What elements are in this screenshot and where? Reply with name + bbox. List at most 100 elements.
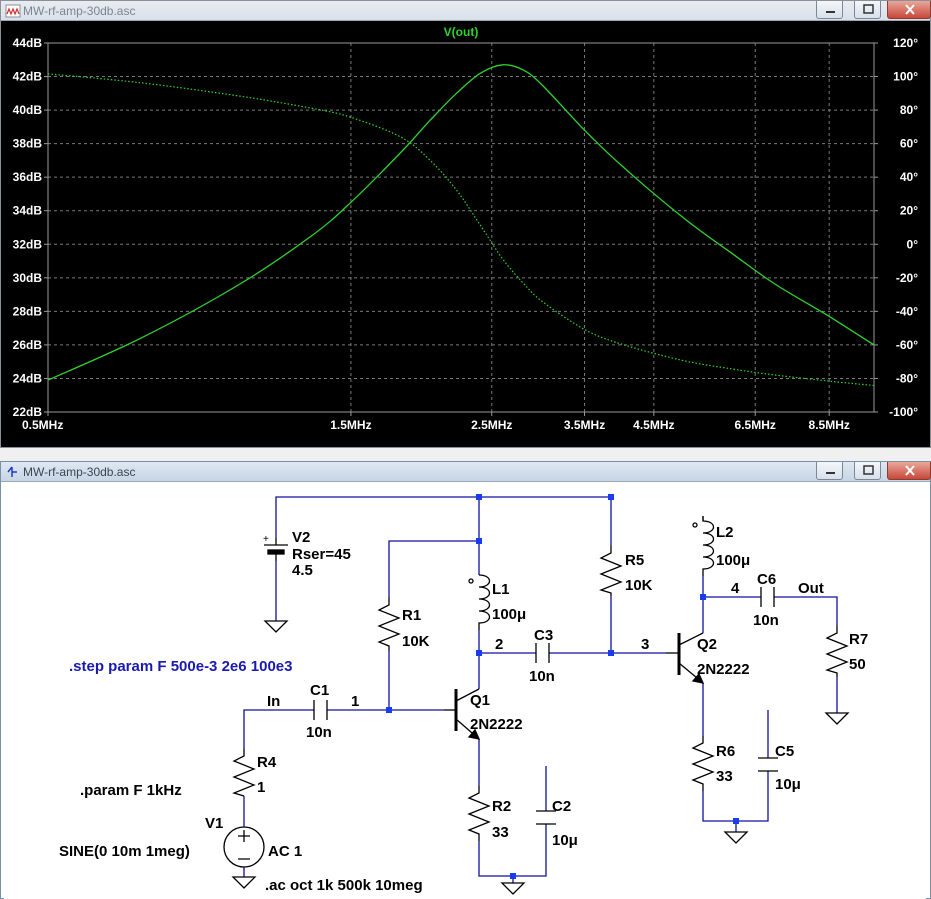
bode-plot[interactable]: 22dB 24dB 26dB 28dB 30dB 32dB 34dB 36dB 38dB 40dB… <box>1 21 930 447</box>
q1-value[interactable]: 2N2222 <box>470 716 523 733</box>
x-tick-label[interactable]: 3.5MHz <box>564 418 605 432</box>
y-left-tick-label[interactable]: 26dB <box>13 338 43 352</box>
r5-ref[interactable]: R5 <box>625 552 644 569</box>
y-right-tick-label[interactable]: -40° <box>896 304 918 318</box>
x-tick-label[interactable]: 4.5MHz <box>633 418 674 432</box>
x-tick-label[interactable]: 0.5MHz <box>22 418 63 432</box>
capacitor-c3-symbol[interactable] <box>535 643 550 663</box>
resistor-r4-symbol[interactable] <box>232 749 256 797</box>
q1-ref[interactable]: Q1 <box>470 692 490 709</box>
y-right-tick-label[interactable]: 100° <box>893 70 918 84</box>
capacitor-c1-symbol[interactable] <box>313 700 328 720</box>
schematic-canvas[interactable]: + V2 Rser=45 4.5 R1 10K L1 100μ C3 10n R… <box>4 485 926 899</box>
net-label-out[interactable]: Out <box>798 580 824 597</box>
net-label-4[interactable]: 4 <box>731 580 740 597</box>
r6-ref[interactable]: R6 <box>716 743 735 760</box>
c1-ref[interactable]: C1 <box>310 682 329 699</box>
step-directive[interactable]: .step param F 500e-3 2e6 100e3 <box>69 658 292 675</box>
y-left-tick-label[interactable]: 28dB <box>13 304 43 318</box>
net-label-1[interactable]: 1 <box>351 693 359 710</box>
transistor-q1-symbol[interactable] <box>444 688 481 740</box>
magnitude-trace[interactable] <box>47 64 875 381</box>
resistor-r7-symbol[interactable] <box>825 626 849 677</box>
r7-value[interactable]: 50 <box>849 656 866 673</box>
q2-ref[interactable]: Q2 <box>697 636 717 653</box>
transistor-q2-symbol[interactable] <box>666 632 705 684</box>
y-right-tick-label[interactable]: 80° <box>900 103 918 117</box>
c6-ref[interactable]: C6 <box>757 571 776 588</box>
inductor-l2-symbol[interactable] <box>702 516 715 576</box>
x-tick-label[interactable]: 8.5MHz <box>809 418 850 432</box>
r6-value[interactable]: 33 <box>716 768 733 785</box>
ac-directive[interactable]: .ac oct 1k 500k 10meg <box>265 877 423 894</box>
l1-ref[interactable]: L1 <box>492 581 510 598</box>
resistor-r1-symbol[interactable] <box>377 597 401 651</box>
resistor-r2-symbol[interactable] <box>467 786 491 841</box>
x-tick-label[interactable]: 6.5MHz <box>735 418 776 432</box>
y-right-tick-label[interactable]: 0° <box>907 237 919 251</box>
v1-value[interactable]: SINE(0 10m 1meg) <box>59 843 190 860</box>
c3-ref[interactable]: C3 <box>534 627 553 644</box>
battery-v2-symbol[interactable] <box>264 538 288 561</box>
c6-value[interactable]: 10n <box>753 612 779 629</box>
y-left-tick-label[interactable]: 36dB <box>13 170 43 184</box>
restore-button[interactable] <box>854 1 881 19</box>
schematic-titlebar[interactable]: MW-rf-amp-30db.asc <box>1 462 931 482</box>
y-right-tick-label[interactable]: -20° <box>896 271 918 285</box>
trace-label[interactable]: V(out) <box>444 25 479 39</box>
v2-name[interactable]: V2 <box>292 529 310 546</box>
l2-ref[interactable]: L2 <box>716 524 734 541</box>
y-right-tick-label[interactable]: -100° <box>889 405 918 419</box>
plot-area[interactable]: 22dB 24dB 26dB 28dB 30dB 32dB 34dB 36dB 38dB 40dB… <box>1 21 930 447</box>
c1-value[interactable]: 10n <box>306 724 332 741</box>
restore-button[interactable] <box>854 462 881 480</box>
r4-value[interactable]: 1 <box>257 779 265 796</box>
y-left-tick-label[interactable]: 30dB <box>13 271 43 285</box>
plot-titlebar[interactable]: MW-rf-amp-30db.asc <box>1 1 931 21</box>
close-button[interactable] <box>887 1 931 19</box>
y-right-tick-label[interactable]: 120° <box>893 36 918 50</box>
l1-value[interactable]: 100μ <box>492 606 526 623</box>
v2-value2[interactable]: 4.5 <box>292 562 313 579</box>
v1-name[interactable]: V1 <box>205 815 223 832</box>
x-tick-label[interactable]: 1.5MHz <box>330 418 371 432</box>
v1-ac[interactable]: AC 1 <box>268 843 302 860</box>
net-label-in[interactable]: In <box>267 693 280 710</box>
net-label-2[interactable]: 2 <box>495 636 503 653</box>
y-right-tick-label[interactable]: 60° <box>900 137 918 151</box>
l2-value[interactable]: 100μ <box>716 552 750 569</box>
y-left-tick-label[interactable]: 24dB <box>13 371 43 385</box>
y-left-tick-label[interactable]: 44dB <box>13 36 43 50</box>
r1-value[interactable]: 10K <box>402 633 430 650</box>
r1-ref[interactable]: R1 <box>402 607 421 624</box>
y-left-tick-label[interactable]: 40dB <box>13 103 43 117</box>
y-left-tick-label[interactable]: 22dB <box>13 405 43 419</box>
inductor-l1-symbol[interactable] <box>478 574 491 630</box>
capacitor-c5-symbol[interactable] <box>758 757 778 772</box>
y-right-tick-label[interactable]: 20° <box>900 204 918 218</box>
voltage-source-v1-symbol[interactable] <box>223 826 265 868</box>
r4-ref[interactable]: R4 <box>257 754 277 771</box>
c2-ref[interactable]: C2 <box>552 798 571 815</box>
y-right-tick-label[interactable]: -80° <box>896 371 918 385</box>
y-left-tick-label[interactable]: 38dB <box>13 137 43 151</box>
param-directive[interactable]: .param F 1kHz <box>80 782 182 799</box>
r2-ref[interactable]: R2 <box>492 798 511 815</box>
y-right-tick-label[interactable]: 40° <box>900 170 918 184</box>
minimize-button[interactable] <box>816 462 843 480</box>
close-button[interactable] <box>887 462 931 480</box>
r2-value[interactable]: 33 <box>492 824 509 841</box>
c2-value[interactable]: 10μ <box>552 832 578 849</box>
q2-value[interactable]: 2N2222 <box>697 661 750 678</box>
c3-value[interactable]: 10n <box>529 668 555 685</box>
y-left-tick-label[interactable]: 32dB <box>13 237 43 251</box>
net-label-3[interactable]: 3 <box>641 636 649 653</box>
r5-value[interactable]: 10K <box>625 577 653 594</box>
y-left-tick-label[interactable]: 34dB <box>13 204 43 218</box>
capacitor-c6-symbol[interactable] <box>760 587 775 607</box>
c5-value[interactable]: 10μ <box>775 776 801 793</box>
phase-trace[interactable] <box>47 73 875 387</box>
x-tick-label[interactable]: 2.5MHz <box>471 418 512 432</box>
y-right-tick-label[interactable]: -60° <box>896 338 918 352</box>
y-left-tick-label[interactable]: 42dB <box>13 70 43 84</box>
